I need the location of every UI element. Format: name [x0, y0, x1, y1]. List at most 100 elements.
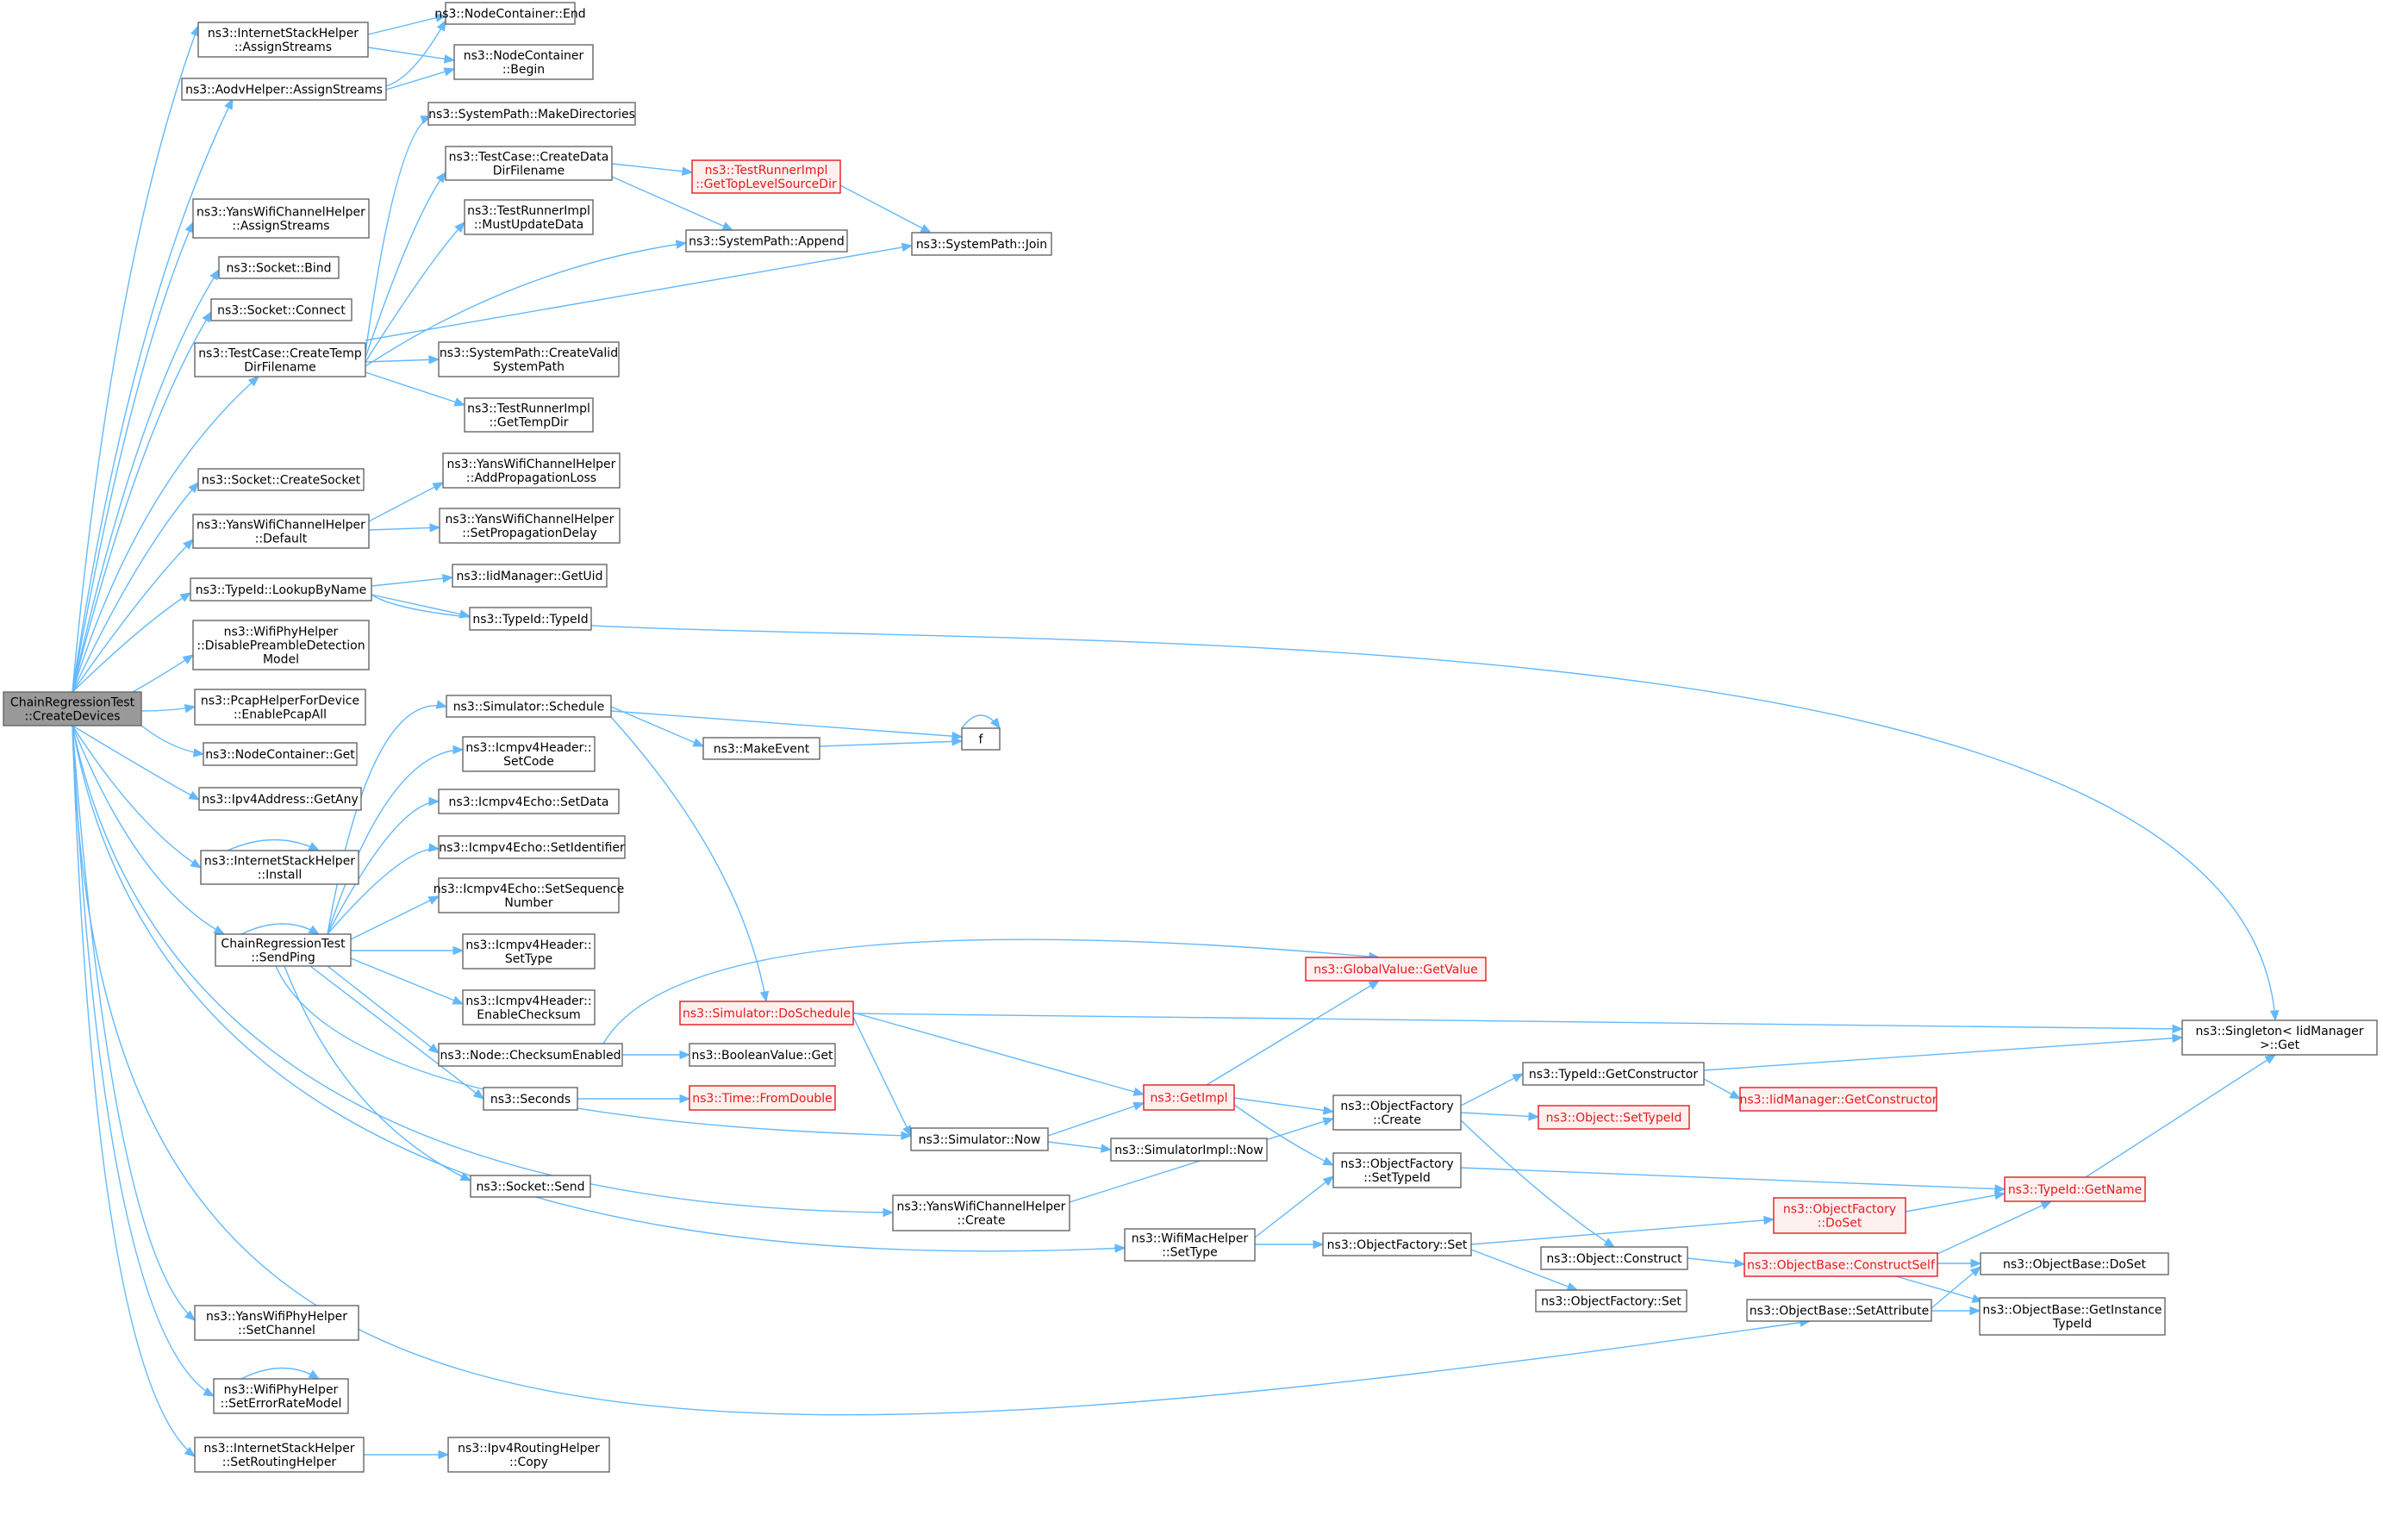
function-node-tid-getctor[interactable]: ns3::TypeId::GetConstructor [1522, 1062, 1705, 1086]
function-node-ob-cself[interactable]: ns3::ObjectBase::ConstructSelf [1744, 1252, 1938, 1277]
function-node-sock-bind[interactable]: ns3::Socket::Bind [218, 256, 340, 279]
function-node-tid-getname[interactable]: ns3::TypeId::GetName [2004, 1176, 2146, 1202]
call-edge-tc_ctemp-to-tri_gettemp [365, 371, 466, 407]
function-nodes: ChainRegressionTest::CreateDevicesns3::I… [3, 2, 2378, 1473]
function-node-boolval-get[interactable]: ns3::BooleanValue::Get [689, 1043, 836, 1067]
call-edge-sendping-to-sendping [240, 923, 321, 935]
call-edge-f-to-f [961, 714, 1001, 730]
function-node-tri-must[interactable]: ns3::TestRunnerImpl::MustUpdateData [464, 199, 594, 235]
function-node-ipv4-any[interactable]: ns3::Ipv4Address::GetAny [198, 787, 362, 811]
function-node-time-fromdbl[interactable]: ns3::Time::FromDouble [689, 1085, 836, 1111]
function-node-ob-setattr[interactable]: ns3::ObjectBase::SetAttribute [1746, 1299, 1932, 1322]
function-node-makeevent[interactable]: ns3::MakeEvent [702, 737, 820, 760]
call-edge-ob_setattr-to-ob_doset [1931, 1266, 1982, 1309]
call-edge-tri_toplevel-to-sp_join [839, 184, 933, 234]
function-node-ywch-def[interactable]: ns3::YansWifiChannelHelper::Default [192, 514, 370, 549]
call-edge-of_create-to-tid_getctor [1460, 1073, 1525, 1107]
function-node-label: ::AssignStreams [232, 220, 329, 234]
function-node-of-doset[interactable]: ns3::ObjectFactory::DoSet [1773, 1197, 1906, 1234]
function-node-seconds[interactable]: ns3::Seconds [483, 1087, 578, 1111]
function-node-aodv-as[interactable]: ns3::AodvHelper::AssignStreams [181, 78, 387, 101]
function-node-tid-tid[interactable]: ns3::TypeId::TypeId [469, 607, 592, 631]
function-node-label: ns3::InternetStackHelper [203, 1442, 354, 1456]
function-node-sim-dosched[interactable]: ns3::Simulator::DoSchedule [679, 1001, 854, 1026]
function-node-iid-getuid[interactable]: ns3::IidManager::GetUid [452, 564, 608, 588]
call-edge-tc_ctemp-to-sp_cvalid [365, 355, 440, 365]
function-node-ywch-create[interactable]: ns3::YansWifiChannelHelper::Create [892, 1194, 1070, 1231]
function-node-sp-mkdirs[interactable]: ns3::SystemPath::MakeDirectories [427, 102, 636, 126]
function-node-ish-as[interactable]: ns3::InternetStackHelper::AssignStreams [197, 22, 369, 58]
function-node-label: ::SetErrorRateModel [221, 1397, 342, 1411]
call-edge-wph_serm-to-wph_serm [240, 1367, 321, 1380]
function-node-of-create[interactable]: ns3::ObjectFactory::Create [1332, 1094, 1462, 1131]
function-node-icmp-settype[interactable]: ns3::Icmpv4Header::SetType [462, 933, 596, 970]
function-node-obj-settid[interactable]: ns3::Object::SetTypeId [1538, 1105, 1690, 1130]
function-node-ywch-as[interactable]: ns3::YansWifiChannelHelper::AssignStream… [192, 198, 370, 239]
function-node-sp-append[interactable]: ns3::SystemPath::Append [685, 229, 848, 253]
function-node-label: ns3::Icmpv4Echo::SetIdentifier [439, 841, 625, 855]
function-node-tri-gettemp[interactable]: ns3::TestRunnerImpl::GetTempDir [464, 397, 594, 433]
function-node-label: ns3::Icmpv4Echo::SetData [449, 795, 609, 809]
function-node-ywph-setch[interactable]: ns3::YansWifiPhyHelper::SetChannel [194, 1305, 359, 1341]
function-node-simimpl-now[interactable]: ns3::SimulatorImpl::Now [1110, 1138, 1268, 1162]
call-edge-ish_inst-to-ish_inst [227, 839, 321, 851]
function-node-nc-begin[interactable]: ns3::NodeContainer::Begin [453, 44, 594, 80]
function-node-sock-conn[interactable]: ns3::Socket::Connect [210, 298, 352, 321]
function-node-nc-end[interactable]: ns3::NodeContainer::End [434, 2, 586, 25]
function-node-iid-getctor[interactable]: ns3::IidManager::GetConstructor [1739, 1087, 1937, 1112]
function-node-node-cksum[interactable]: ns3::Node::ChecksumEnabled [438, 1043, 623, 1067]
function-node-sim-now[interactable]: ns3::Simulator::Now [910, 1127, 1049, 1151]
call-edge-getimpl-to-gv_getvalue [1206, 980, 1381, 1086]
function-node-label: ns3::NodeContainer::Get [205, 748, 355, 762]
function-node-ywch-spd[interactable]: ns3::YansWifiChannelHelper::SetPropagati… [439, 508, 621, 544]
function-node-ish-inst[interactable]: ns3::InternetStackHelper::Install [200, 850, 359, 885]
function-node-sp-join[interactable]: ns3::SystemPath::Join [911, 232, 1052, 256]
call-edge-of_set-to-of_doset [1470, 1215, 1775, 1245]
function-node-tid-lookup[interactable]: ns3::TypeId::LookupByName [190, 577, 372, 602]
function-node-getimpl[interactable]: ns3::GetImpl [1143, 1084, 1235, 1111]
function-node-label: ::Create [958, 1214, 1006, 1228]
function-node-label: ::SetTypeId [1363, 1171, 1431, 1185]
function-node-ish-srh[interactable]: ns3::InternetStackHelper::SetRoutingHelp… [194, 1437, 365, 1473]
function-node-icmp-setcode[interactable]: ns3::Icmpv4Header::SetCode [462, 736, 596, 772]
function-node-sock-create[interactable]: ns3::Socket::CreateSocket [197, 468, 365, 491]
function-node-wph-dpd[interactable]: ns3::WifiPhyHelper::DisablePreambleDetec… [192, 620, 370, 670]
call-edge-sim_sched-to-f [610, 710, 964, 741]
function-node-sim-sched[interactable]: ns3::Simulator::Schedule [446, 695, 612, 718]
function-node-of-settid[interactable]: ns3::ObjectFactory::SetTypeId [1332, 1152, 1462, 1188]
call-edge-of_create-to-obj_settid [1460, 1112, 1540, 1121]
function-node-sock-send[interactable]: ns3::Socket::Send [470, 1175, 591, 1198]
function-node-label: ns3::YansWifiPhyHelper [206, 1310, 347, 1324]
function-node-icmp-enck[interactable]: ns3::Icmpv4Header::EnableChecksum [462, 989, 596, 1026]
function-node-obj-construct[interactable]: ns3::Object::Construct [1540, 1246, 1688, 1270]
call-edge-sendping-to-node_cksum [327, 965, 440, 1054]
function-node-label: ns3::TestRunnerImpl [467, 402, 590, 416]
function-node-pcap[interactable]: ns3::PcapHelperForDevice::EnablePcapAll [194, 689, 366, 726]
function-node-wph-serm[interactable]: ns3::WifiPhyHelper::SetErrorRateModel [213, 1378, 349, 1414]
function-node-label: ns3::TypeId::TypeId [472, 613, 588, 627]
function-node-sendping[interactable]: ChainRegressionTest::SendPing [215, 933, 352, 967]
function-node-wmh-settype[interactable]: ns3::WifiMacHelper::SetType [1124, 1228, 1256, 1262]
function-node-singleton-get[interactable]: ns3::Singleton< IidManager>::Get [2181, 1019, 2378, 1056]
function-node-ywch-apl[interactable]: ns3::YansWifiChannelHelper::AddPropagati… [442, 452, 621, 489]
function-node-f[interactable]: f [961, 727, 1001, 751]
function-node-echo-setdata[interactable]: ns3::Icmpv4Echo::SetData [438, 789, 620, 814]
call-edge-root-to-sendping [72, 725, 226, 935]
function-node-ipv4rh-copy[interactable]: ns3::Ipv4RoutingHelper::Copy [447, 1437, 610, 1473]
call-edge-root-to-sock_bind [72, 268, 220, 693]
function-node-of-set2[interactable]: ns3::ObjectFactory::Set [1535, 1289, 1687, 1312]
function-node-root[interactable]: ChainRegressionTest::CreateDevices [3, 691, 142, 726]
call-edge-tc_ctemp-to-tc_cdata [365, 171, 446, 359]
function-node-tri-toplevel[interactable]: ns3::TestRunnerImpl::GetTopLevelSourceDi… [691, 159, 841, 194]
function-node-gv-getvalue[interactable]: ns3::GlobalValue::GetValue [1305, 957, 1487, 982]
function-node-echo-setid[interactable]: ns3::Icmpv4Echo::SetIdentifier [438, 835, 626, 859]
function-node-of-set[interactable]: ns3::ObjectFactory::Set [1322, 1232, 1472, 1256]
function-node-nc-get[interactable]: ns3::NodeContainer::Get [203, 742, 358, 766]
function-node-ob-doset[interactable]: ns3::ObjectBase::DoSet [1980, 1252, 2169, 1275]
call-edge-getimpl-to-of_settid [1233, 1104, 1335, 1166]
